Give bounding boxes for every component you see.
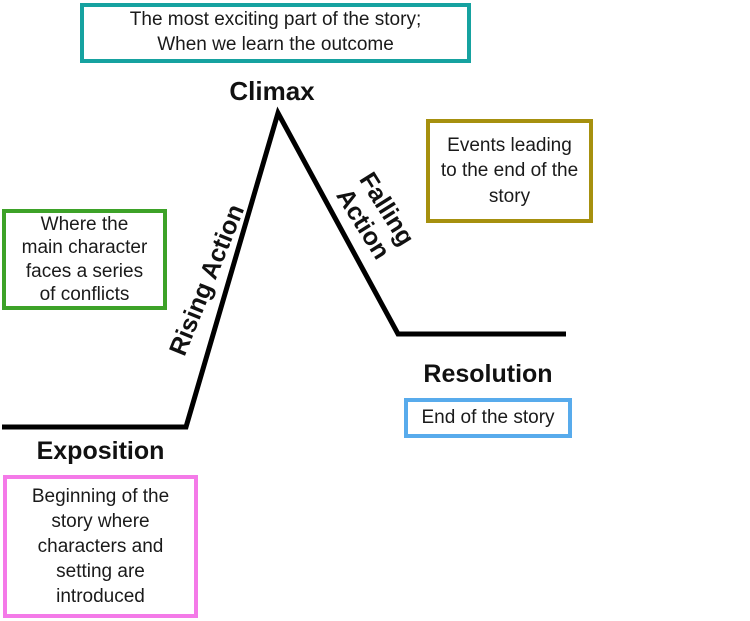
exposition-note-box: Beginning of the story where characters … (3, 475, 198, 618)
rising-action-note-box: Where the main character faces a series … (2, 209, 167, 310)
resolution-label: Resolution (423, 360, 553, 388)
climax-note-box: The most exciting part of the story; Whe… (80, 3, 471, 63)
climax-label: Climax (229, 76, 315, 106)
falling-action-note-box: Events leading to the end of the story (426, 119, 593, 223)
exposition-label: Exposition (36, 437, 165, 465)
story-arc-polyline (2, 106, 566, 430)
resolution-note-box: End of the story (404, 398, 572, 438)
